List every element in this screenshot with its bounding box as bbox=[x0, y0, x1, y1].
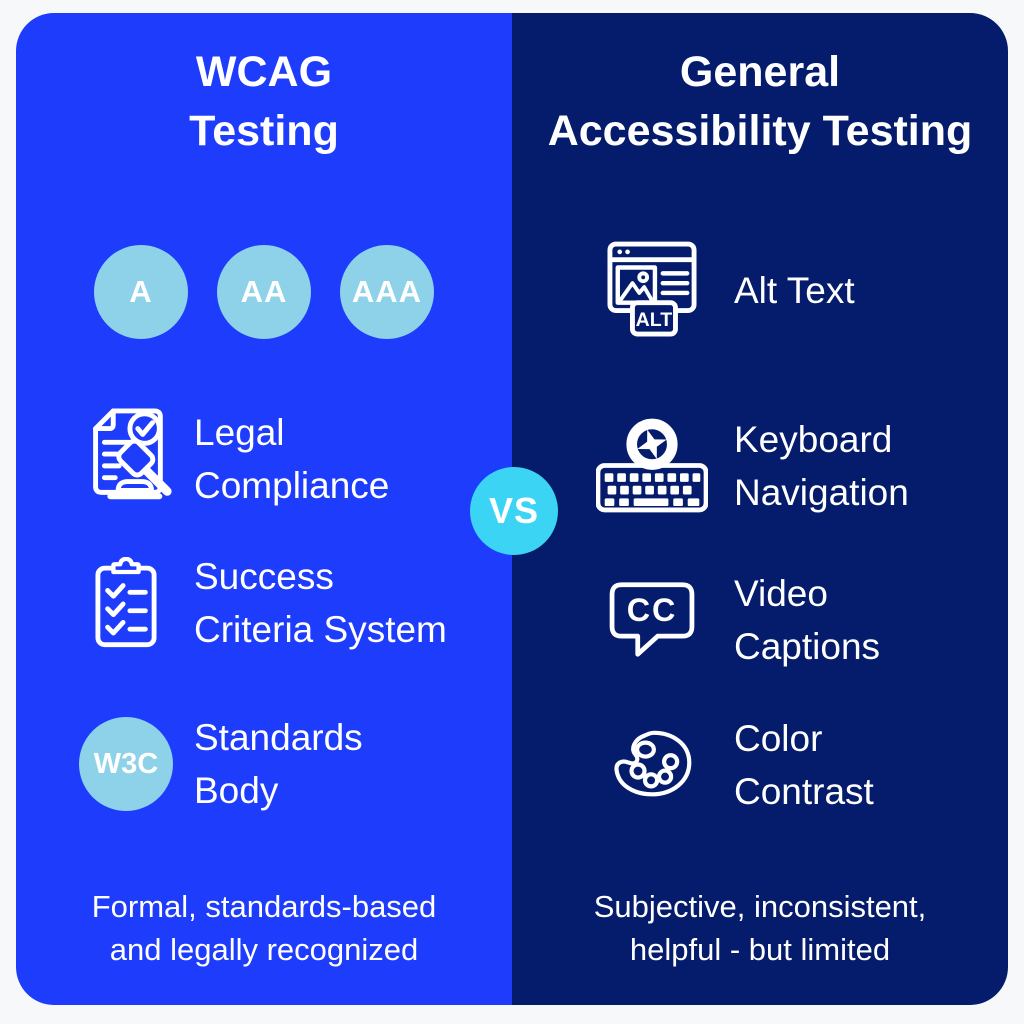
w3c-circle: W3C bbox=[79, 717, 173, 811]
general-panel-footer: Subjective, inconsistent, helpful - but … bbox=[512, 885, 1008, 971]
video-captions-cc-icon: CC bbox=[590, 581, 714, 659]
wcag-title-line1: WCAG bbox=[195, 48, 333, 96]
item-label-line: Body bbox=[194, 770, 279, 811]
list-item-standards-body: W3C Standards Body bbox=[68, 717, 363, 811]
general-accessibility-panel: General Accessibility Testing ALT bbox=[512, 13, 1008, 1005]
footer-line: Formal, standards-based bbox=[91, 889, 437, 924]
item-label-line: Criteria System bbox=[194, 609, 447, 650]
item-label-line: Success bbox=[194, 556, 334, 597]
footer-line: Subjective, inconsistent, bbox=[593, 889, 927, 924]
standards-body-label: Standards Body bbox=[194, 711, 363, 817]
wcag-testing-panel: WCAG Testing A AA AAA bbox=[16, 13, 512, 1005]
item-label-line: Navigation bbox=[734, 471, 909, 513]
general-title-line2: Accessibility Testing bbox=[547, 107, 973, 155]
cc-label: CC bbox=[627, 592, 678, 628]
alt-text-label: Alt Text bbox=[734, 264, 855, 317]
level-aaa-label: AAA bbox=[351, 274, 423, 309]
wcag-level-aa-badge: AA bbox=[217, 245, 311, 339]
level-a-label: A bbox=[129, 274, 153, 309]
comparison-card: WCAG Testing A AA AAA bbox=[16, 13, 1008, 1005]
item-label-line: Alt Text bbox=[734, 269, 855, 311]
w3c-badge: W3C bbox=[68, 717, 184, 811]
item-label-line: Keyboard bbox=[734, 418, 893, 460]
vs-label: VS bbox=[488, 490, 540, 531]
video-captions-label: Video Captions bbox=[734, 567, 880, 673]
list-item-legal-compliance: Legal Compliance bbox=[68, 405, 389, 513]
item-label-line: Legal bbox=[194, 412, 285, 453]
item-label-line: Captions bbox=[734, 626, 881, 667]
list-item-video-captions: CC Video Captions bbox=[590, 573, 880, 667]
footer-line: and legally recognized bbox=[109, 932, 419, 967]
keyboard-navigation-label: Keyboard Navigation bbox=[734, 413, 909, 519]
color-contrast-label: Color Contrast bbox=[734, 712, 874, 818]
list-item-color-contrast: Color Contrast bbox=[590, 718, 874, 812]
general-title-line1: General bbox=[679, 48, 841, 96]
wcag-panel-footer: Formal, standards-based and legally reco… bbox=[16, 885, 512, 971]
wcag-level-aaa-badge: AAA bbox=[340, 245, 434, 339]
success-criteria-clipboard-icon bbox=[68, 557, 184, 649]
w3c-label: W3C bbox=[93, 747, 159, 780]
color-contrast-palette-icon bbox=[590, 729, 714, 800]
wcag-panel-title: WCAG Testing bbox=[16, 43, 512, 161]
list-item-alt-text: ALT Alt Text bbox=[590, 241, 855, 339]
list-item-success-criteria: Success Criteria System bbox=[68, 556, 447, 650]
list-item-keyboard-navigation: Keyboard Navigation bbox=[590, 417, 909, 514]
level-aa-label: AA bbox=[240, 274, 288, 309]
vs-badge: VS bbox=[470, 467, 558, 555]
alt-text-browser-icon: ALT bbox=[590, 241, 714, 339]
item-label-line: Compliance bbox=[194, 465, 390, 506]
legal-compliance-gavel-icon bbox=[68, 406, 184, 512]
item-label-line: Standards bbox=[194, 717, 363, 758]
wcag-level-a-badge: A bbox=[94, 245, 188, 339]
item-label-line: Video bbox=[734, 573, 828, 614]
alt-badge-label: ALT bbox=[636, 309, 673, 331]
keyboard-navigation-icon bbox=[590, 417, 714, 514]
item-label-line: Contrast bbox=[734, 770, 874, 812]
general-panel-title: General Accessibility Testing bbox=[512, 43, 1008, 161]
legal-compliance-label: Legal Compliance bbox=[194, 406, 389, 512]
item-label-line: Color bbox=[734, 717, 823, 759]
wcag-title-line2: Testing bbox=[189, 107, 339, 155]
footer-line: helpful - but limited bbox=[629, 932, 891, 967]
success-criteria-label: Success Criteria System bbox=[194, 550, 447, 656]
wcag-level-badges: A AA AAA bbox=[16, 245, 512, 339]
